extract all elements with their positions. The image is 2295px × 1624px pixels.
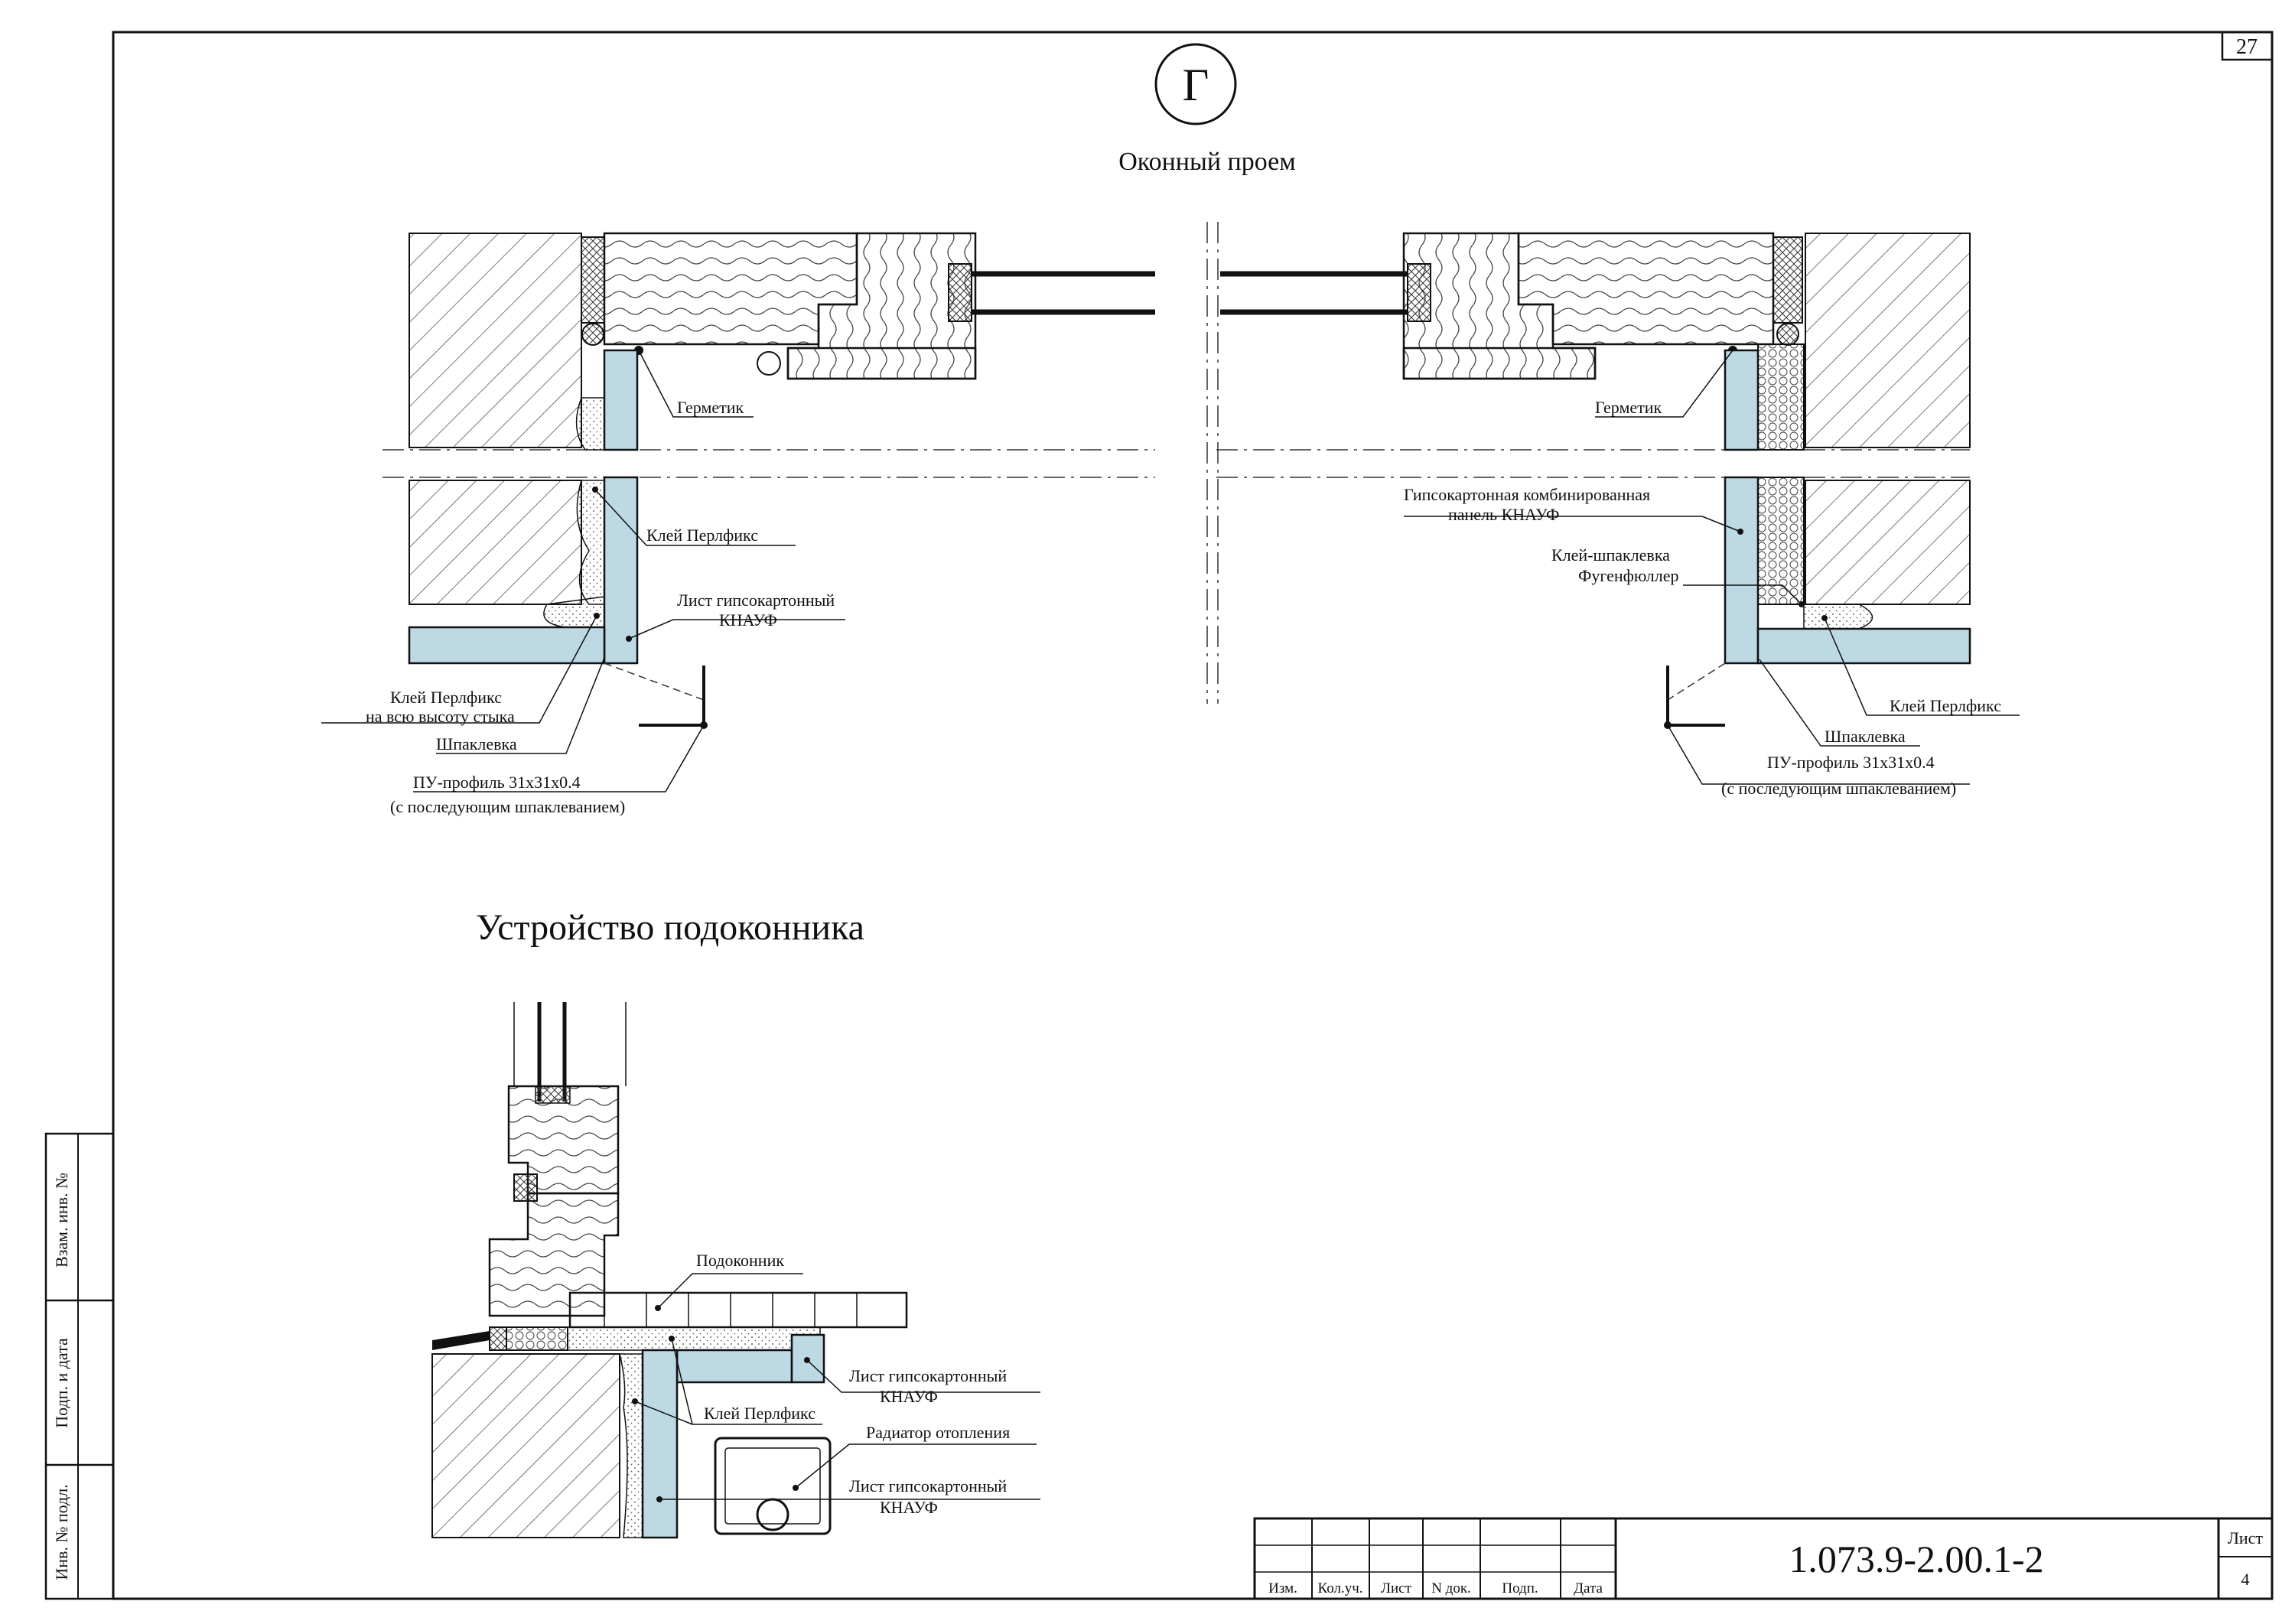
sill-label-list-top-2: КНАУФ	[880, 1387, 938, 1406]
side-stamp-vzam: Взам. инв. №	[52, 1173, 71, 1268]
sill-detail: Подоконник Лист гипсокартонный КНАУФ Кле…	[431, 1002, 1040, 1539]
left-wall-lower	[409, 480, 582, 605]
page-number: 27	[2236, 35, 2258, 59]
sheet-frame	[112, 31, 2274, 1600]
sill-board	[568, 1291, 908, 1329]
left-label-klei: Клей Перлфикс	[646, 526, 758, 545]
left-seal-strip	[581, 236, 605, 324]
left-gypsum-board-lower	[603, 476, 639, 665]
sill-gypsum-board-vertical	[641, 1349, 679, 1539]
stamp-col-podp: Подп.	[1502, 1580, 1538, 1596]
left-label-klei-full-1: Клей Перлфикс	[390, 688, 502, 707]
right-label-panel-1: Гипсокартонная комбинированная	[1404, 485, 1650, 504]
right-label-shpaklevka: Шпаклевка	[1825, 727, 1906, 746]
stamp-col-izm: Изм.	[1268, 1580, 1297, 1596]
left-label-klei-full-2: на всю высоту стыка	[366, 707, 515, 726]
sill-label-list-bot-1: Лист гипсокартонный	[849, 1476, 1007, 1495]
sill-label-radiator: Радиатор отопления	[866, 1423, 1010, 1442]
right-label-profile-2: (с последующим шпаклеванием)	[1721, 779, 1956, 798]
section-marker-letter: Г	[1183, 60, 1209, 110]
sill-window-frame	[488, 1192, 620, 1317]
left-label-profile-2: (с последующим шпаклеванием)	[390, 797, 625, 816]
right-wall-lower	[1805, 480, 1971, 605]
sill-gypsum-board-horizontal	[675, 1349, 793, 1384]
left-gypsum-board-return	[408, 626, 606, 665]
left-label-shpaklevka: Шпаклевка	[436, 734, 517, 753]
stamp-col-kolch: Кол.уч.	[1317, 1580, 1362, 1596]
left-gypsum-board-upper	[603, 349, 639, 451]
right-label-profile-1: ПУ-профиль 31х31х0.4	[1767, 753, 1935, 772]
sill-label-klei: Клей Перлфикс	[704, 1404, 815, 1423]
sheet-number: 4	[2241, 1570, 2250, 1589]
sill-label-list-bot-2: КНАУФ	[880, 1498, 938, 1517]
sill-label-podokonnik: Подоконник	[696, 1251, 784, 1270]
break-lines	[382, 222, 1970, 704]
side-stamp-podp: Подп. и дата	[52, 1338, 71, 1428]
right-window-frame	[1517, 232, 1775, 346]
sill-wall	[431, 1353, 620, 1538]
right-detail: Герметик Гипсокартонная комбинированная …	[1220, 232, 2020, 798]
side-stamp-inv: Инв. № подл.	[52, 1484, 71, 1580]
left-label-profile-1: ПУ-профиль 31х31х0.4	[413, 773, 581, 792]
left-label-list-1: Лист гипсокартонный	[677, 591, 835, 610]
right-gypsum-board-upper	[1724, 349, 1760, 451]
sill-label-list-top-1: Лист гипсокартонный	[849, 1366, 1007, 1385]
document-designation: 1.073.9-2.00.1-2	[1789, 1538, 2043, 1580]
side-stamp: Взам. инв. № Подп. и дата Инв. № подл.	[44, 1132, 115, 1600]
right-label-klei: Клей Перлфикс	[1890, 696, 2001, 715]
right-label-germetik: Герметик	[1595, 398, 1662, 417]
right-label-panel-2: панель КНАУФ	[1448, 505, 1559, 524]
right-label-fugen-2: Фугенфюллер	[1578, 566, 1679, 585]
right-corner-profile	[1666, 666, 1725, 727]
right-gypsum-board-return	[1756, 627, 1971, 665]
page-number-box	[2221, 31, 2274, 61]
left-wall-upper	[409, 233, 582, 448]
section-title: Оконный проем	[1118, 148, 1296, 176]
section-marker-circle	[1154, 43, 1237, 125]
stamp-col-ndok: N док.	[1431, 1580, 1471, 1596]
left-label-germetik: Герметик	[677, 398, 744, 417]
left-corner-profile	[639, 666, 705, 727]
stamp-col-list: Лист	[1381, 1580, 1411, 1596]
right-wall-upper	[1805, 233, 1971, 448]
right-gypsum-board-lower	[1724, 476, 1760, 665]
stamp-col-data: Дата	[1574, 1580, 1603, 1596]
sill-title: Устройство подоконника	[476, 907, 864, 948]
left-label-list-2: КНАУФ	[719, 610, 777, 630]
left-detail: Герметик Клей Перлфикс Лист гипсокартонн…	[321, 232, 1155, 816]
radiator	[714, 1437, 832, 1535]
title-block: Изм. Кол.уч. Лист N док. Подп. Дата 1.07…	[1253, 1517, 2274, 1600]
sheet-label: Лист	[2228, 1528, 2263, 1548]
right-label-fugen-1: Клей-шпаклевка	[1551, 545, 1670, 565]
